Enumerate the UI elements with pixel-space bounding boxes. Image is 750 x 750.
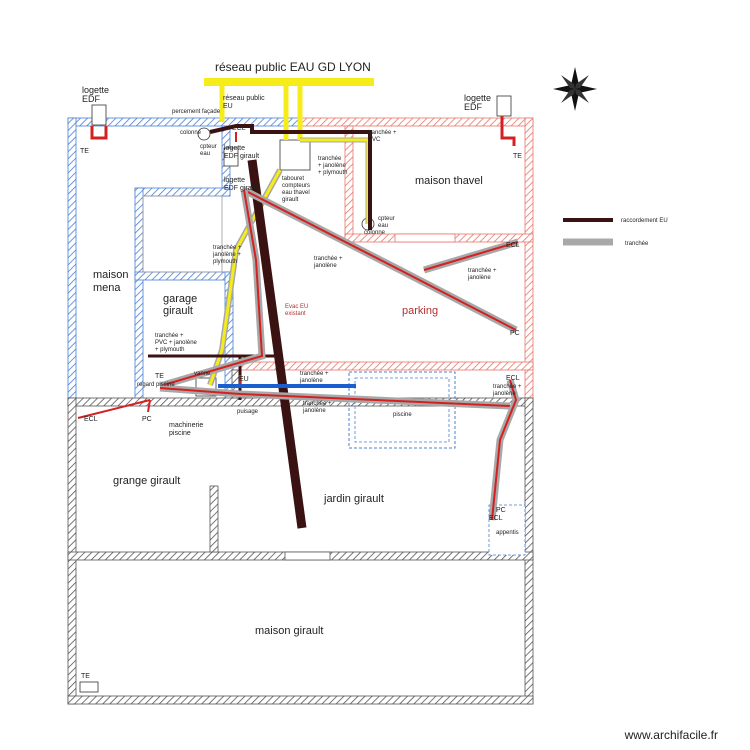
ecl-bottomleft-label: ECL <box>84 416 98 423</box>
tranchee-janolene-pool-label: tranchée +janolène <box>299 371 329 384</box>
percement-facade-label: percement façade <box>172 109 221 115</box>
pool <box>348 371 456 449</box>
cpteur-eau-1-circle <box>197 127 211 141</box>
tranchee-janolene-left-label: tranchée +janolène +plymouth <box>212 245 242 265</box>
walls-girault <box>67 369 534 705</box>
te-bottom-label: TE <box>81 673 90 680</box>
tranchee-janolene-center-label: tranchée +janolène <box>313 256 343 269</box>
tranchee-janolene-top-label: tranchée+ janolène+ plymouth <box>318 156 348 176</box>
appentis-label: appentis <box>496 530 519 536</box>
legend-tranchee-label: tranchée <box>625 241 649 247</box>
logette-edf-left-box <box>91 104 107 126</box>
ecl-pool-right-label: ECL <box>506 375 520 382</box>
te-bottom-box <box>79 681 99 693</box>
pc-right-label: PC <box>510 330 520 337</box>
tranchee-janolene-right-label: tranchée +janolène <box>467 268 497 281</box>
compass-rose-icon <box>553 67 597 111</box>
logette-edf-right-box <box>496 95 512 117</box>
colonne-1-label: colonne <box>180 130 202 136</box>
tranchee-janolene-pool-right-label: tranchée +janolène <box>492 384 522 397</box>
ecl-right-label: ECL <box>506 242 520 249</box>
legend: raccordement EU tranchée <box>563 218 668 247</box>
te-mid-label: TE <box>155 373 164 380</box>
pc-bottomleft-label: PC <box>142 416 152 423</box>
tranchee-pvc-top-label: tranchée +PVC <box>368 130 397 143</box>
colonne-2-label: colonne <box>364 230 386 236</box>
pc-garden-label: PC <box>496 507 506 514</box>
watermark: www.archifacile.fr <box>624 728 718 742</box>
tranchee-janolene-pool2-label: tranchée +janolène <box>302 401 332 414</box>
eu-label: EU <box>239 376 249 383</box>
tranchee-pvc-janolene-label: tranchée +PVC + janolène+ plymouth <box>155 333 198 353</box>
reseau-eau-label: réseau public EAU GD LYON <box>215 60 371 74</box>
piscine-label: piscine <box>393 412 412 418</box>
parking-label: parking <box>402 305 438 317</box>
te-topleft-label: TE <box>80 148 89 155</box>
te-topright-label: TE <box>513 153 522 160</box>
grange-girault-label: grange girault <box>113 475 180 487</box>
regard-pool-label: regard piscine <box>137 382 175 388</box>
vanne-label: vanne <box>194 371 211 377</box>
jardin-girault-label: jardin girault <box>323 493 384 505</box>
electric-network <box>77 116 520 521</box>
logette-edf-girault-box <box>223 147 239 167</box>
tabouret-box <box>279 139 311 171</box>
ecl-garden-label: ECL <box>489 515 503 522</box>
legend-eu-label: raccordement EU <box>621 218 668 224</box>
maison-girault-label: maison girault <box>255 625 323 637</box>
puisage-label: puisage <box>237 409 259 415</box>
ecl-top-label: ECL <box>232 125 246 132</box>
maison-thavel-label: maison thavel <box>415 175 483 187</box>
